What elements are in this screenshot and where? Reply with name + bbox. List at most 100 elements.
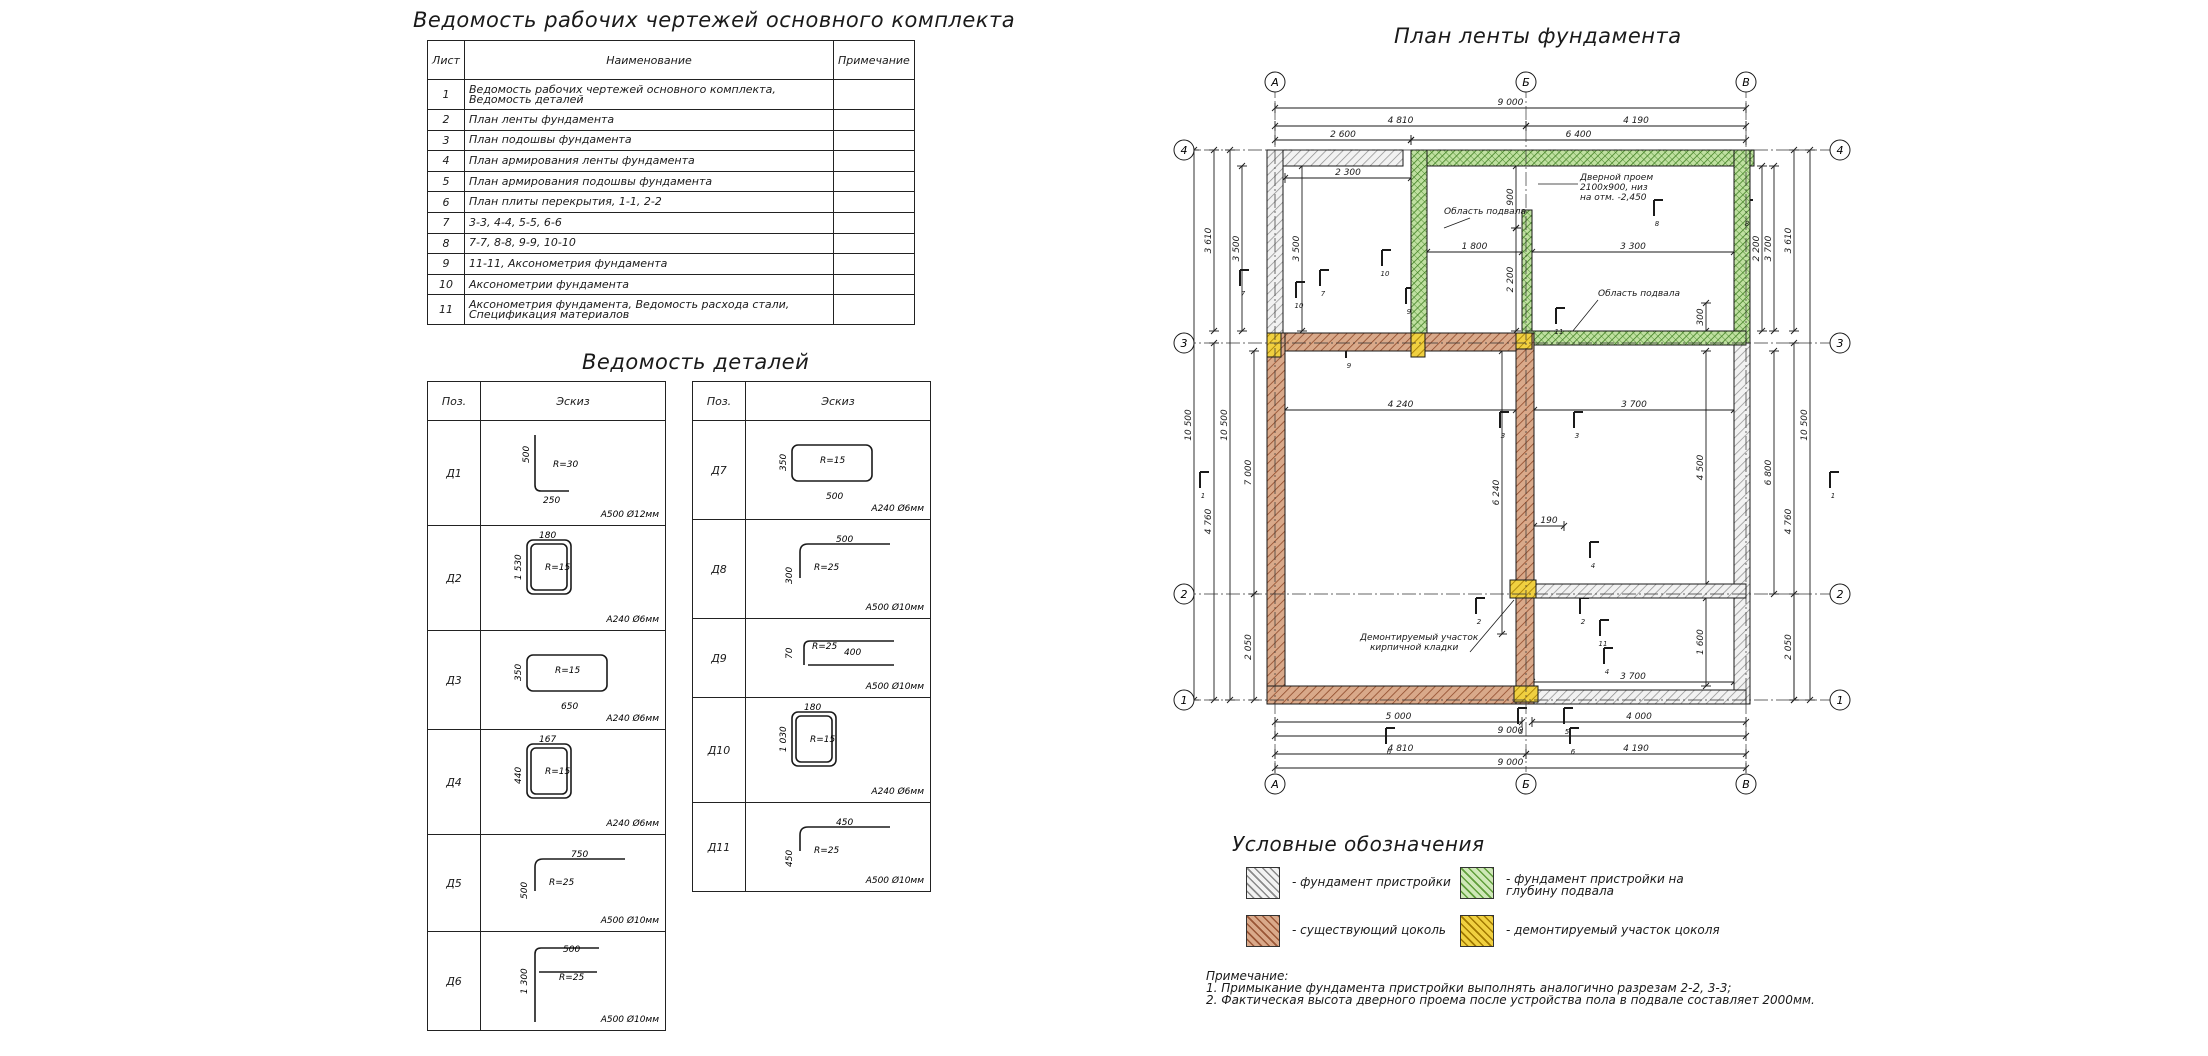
detail-pos: Д11 xyxy=(692,802,746,892)
svg-text:R=30: R=30 xyxy=(553,460,579,470)
sheet-cell-note xyxy=(833,294,915,326)
sheet-cell-name: План ленты фундамента xyxy=(464,109,834,131)
section-mark-label: 3 xyxy=(1501,432,1505,440)
section-mark-label: 5 xyxy=(1565,728,1570,736)
section-mark-label: 1 xyxy=(1201,492,1205,500)
dim-label: 10 500 xyxy=(1184,409,1194,441)
dim-tick xyxy=(1238,327,1246,335)
axis-bubble xyxy=(1735,773,1757,795)
sheet-cell-name: План армирования подошвы фундамента xyxy=(464,170,834,193)
wall-existing xyxy=(1266,685,1527,705)
dim-label: 2 200 xyxy=(1506,266,1516,292)
wall-basement xyxy=(1410,149,1755,167)
sheet-cell-num: 11 xyxy=(427,294,465,326)
dim-label: 190 xyxy=(1540,516,1557,526)
wall-existing xyxy=(1266,332,1527,352)
sheet-cell-note xyxy=(833,273,915,296)
dim-tick xyxy=(1790,327,1798,335)
sheet-cell-note xyxy=(833,170,915,193)
svg-text:500: 500 xyxy=(522,446,532,463)
axis-bubble xyxy=(1829,332,1851,354)
detail-pos: Д3 xyxy=(427,630,481,730)
dim-tick xyxy=(1250,347,1258,355)
legend-label-demolish: - демонтируемый участок цоколя xyxy=(1506,923,1720,937)
wall-basement xyxy=(1521,209,1533,344)
axis-label: 1 xyxy=(1181,694,1188,707)
svg-text:A240 Ø6мм: A240 Ø6мм xyxy=(870,503,924,514)
dim-tick xyxy=(1210,327,1218,335)
dim-label: 3 610 xyxy=(1204,227,1214,253)
notes-head: Примечание: xyxy=(1206,969,1289,983)
dim-label: 4 190 xyxy=(1623,116,1649,126)
sheet-cell-name: План подошвы фундамента xyxy=(464,129,834,152)
axis-label: В xyxy=(1742,778,1750,791)
svg-text:450: 450 xyxy=(836,818,853,828)
axis-label: 4 xyxy=(1181,144,1188,157)
dim-label: 2 050 xyxy=(1244,634,1254,660)
svg-text:300: 300 xyxy=(785,567,795,584)
dim-label: 3 700 xyxy=(1764,235,1774,261)
axis-label: А xyxy=(1270,76,1279,89)
svg-text:350: 350 xyxy=(779,454,789,471)
axis-label: Б xyxy=(1522,778,1530,791)
dim-tick xyxy=(1238,162,1246,170)
section-mark-label: 7 xyxy=(1241,290,1246,298)
wall-extension xyxy=(1733,342,1751,705)
sheet-cell-num: 4 xyxy=(427,150,465,172)
dim-label: 1 800 xyxy=(1462,242,1488,252)
dim-label: 7 000 xyxy=(1244,459,1254,485)
wall-existing xyxy=(1266,332,1286,705)
axis-bubble xyxy=(1173,689,1195,711)
plan-title: План ленты фундамента xyxy=(1394,24,1682,48)
svg-text:R=25: R=25 xyxy=(814,563,840,573)
detail-pos: Д2 xyxy=(427,525,481,631)
svg-text:R=15: R=15 xyxy=(555,666,581,676)
legend-label-extension: - фундамент пристройки xyxy=(1292,875,1451,889)
detail-pos: Д10 xyxy=(692,697,746,803)
detail-pos: Д7 xyxy=(692,420,746,520)
dim-tick xyxy=(1512,224,1520,232)
legend-swatch-basement xyxy=(1460,867,1494,899)
sheet-cell-name: 11-11, Аксонометрия фундамента xyxy=(464,253,834,275)
sheet-cell-note xyxy=(833,79,915,110)
sheet-col-name: Наименование xyxy=(464,40,834,80)
section-mark-label: 11 xyxy=(1599,640,1608,648)
leader-line xyxy=(1571,299,1599,333)
section-mark-label: 4 xyxy=(1605,668,1609,676)
sheet-cell-name: 7-7, 8-8, 9-9, 10-10 xyxy=(464,232,834,255)
axis-bubble xyxy=(1515,773,1537,795)
svg-text:500: 500 xyxy=(563,945,580,955)
sheet-cell-note xyxy=(833,129,915,152)
dim-tick xyxy=(1702,347,1710,355)
details-col-pos: Поз. xyxy=(427,381,481,421)
dim-label: 300 xyxy=(1696,308,1706,325)
dim-label: 9 000 xyxy=(1498,726,1524,736)
legend-swatch-demolish xyxy=(1460,915,1494,947)
dim-label: 10 500 xyxy=(1220,409,1230,441)
svg-text:A240 Ø6мм: A240 Ø6мм xyxy=(605,818,659,829)
svg-text:R=15: R=15 xyxy=(545,563,571,573)
axis-label: 4 xyxy=(1837,144,1844,157)
axis-bubble xyxy=(1264,71,1286,93)
section-mark-label: 6 xyxy=(1571,748,1576,756)
svg-text:R=25: R=25 xyxy=(814,846,840,856)
dim-tick xyxy=(1271,122,1279,130)
svg-text:R=25: R=25 xyxy=(559,973,585,983)
